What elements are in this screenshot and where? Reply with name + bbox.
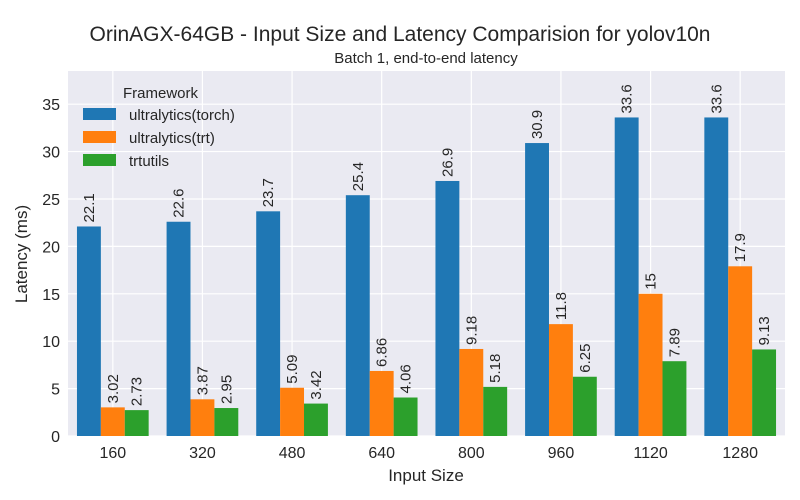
bar-value-label: 4.06 — [398, 364, 415, 393]
bar — [662, 361, 687, 436]
bar — [638, 293, 663, 436]
bar — [166, 221, 191, 436]
bar — [256, 211, 281, 436]
bar — [76, 226, 101, 436]
legend-title: Framework — [123, 85, 199, 102]
bar — [280, 387, 305, 436]
legend-entry: ultralytics(torch) — [129, 107, 235, 124]
chart-title: OrinAGX-64GB - Input Size and Latency Co… — [90, 23, 711, 46]
legend-swatch — [83, 131, 116, 143]
bar-value-label: 33.6 — [708, 84, 725, 113]
bar-value-label: 5.18 — [487, 354, 504, 383]
bar-value-label: 23.7 — [260, 178, 277, 207]
bar — [548, 324, 573, 436]
y-tick-label: 30 — [42, 145, 60, 162]
bar — [459, 348, 484, 436]
bar — [304, 403, 328, 436]
y-tick-label: 10 — [42, 334, 60, 351]
x-tick-label: 480 — [279, 445, 306, 462]
bar-value-label: 3.42 — [308, 370, 325, 399]
bar — [214, 408, 239, 436]
bar — [728, 266, 753, 436]
bar-value-label: 25.4 — [350, 162, 367, 191]
bar — [614, 117, 639, 437]
legend-swatch — [83, 154, 116, 166]
bar — [124, 410, 149, 436]
bar — [752, 349, 777, 436]
bar-value-label: 9.13 — [756, 316, 773, 345]
y-tick-label: 35 — [42, 97, 60, 114]
bar — [483, 386, 508, 436]
legend-swatch — [83, 108, 116, 120]
y-tick-label: 20 — [42, 239, 60, 256]
y-tick-label: 15 — [42, 287, 60, 304]
x-axis-label: Input Size — [388, 466, 464, 485]
bar-value-label: 17.9 — [732, 233, 749, 262]
bar-value-label: 11.8 — [553, 292, 570, 320]
legend-entry: ultralytics(trt) — [129, 130, 215, 147]
bar — [393, 397, 418, 436]
y-axis-ticks: 0 5 10 15 20 25 30 35 — [42, 97, 60, 446]
x-tick-label: 960 — [548, 445, 575, 462]
bar-value-label: 6.86 — [374, 338, 391, 367]
bar-value-label: 33.6 — [619, 84, 636, 113]
bar — [525, 143, 549, 436]
bar-value-label: 22.6 — [171, 189, 188, 218]
bar-value-label: 2.95 — [218, 375, 235, 404]
x-tick-label: 160 — [99, 445, 126, 462]
bar-value-label: 22.1 — [81, 193, 98, 222]
x-axis-ticks: 160 320 480 640 800 960 1120 1280 — [99, 445, 758, 462]
bar-value-label: 7.89 — [666, 328, 683, 357]
bar-value-label: 15 — [643, 273, 660, 290]
bar — [369, 370, 394, 436]
bar-value-label: 3.87 — [194, 366, 211, 395]
bar — [704, 117, 729, 437]
x-tick-label: 1280 — [722, 445, 758, 462]
y-tick-label: 0 — [51, 429, 60, 446]
y-tick-label: 5 — [51, 382, 60, 399]
bar-value-label: 9.18 — [463, 316, 480, 345]
bar-value-label: 2.73 — [129, 377, 146, 406]
bar-value-label: 3.02 — [105, 374, 122, 403]
bars — [76, 117, 777, 437]
y-tick-label: 25 — [42, 192, 60, 209]
bar — [345, 195, 370, 436]
legend-entry: trtutils — [129, 153, 169, 170]
x-tick-label: 320 — [189, 445, 216, 462]
x-tick-label: 800 — [458, 445, 485, 462]
legend: Framework ultralytics(torch) ultralytics(… — [83, 85, 235, 170]
bar-value-label: 6.25 — [577, 344, 594, 373]
bar-labels: 22.1 22.6 23.7 25.4 26.9 30.9 33.6 33.6 3.02 3.87… — [81, 84, 773, 406]
bar — [435, 180, 460, 436]
bar — [572, 376, 597, 436]
bar-value-label: 26.9 — [439, 148, 456, 177]
chart-subtitle: Batch 1, end-to-end latency — [334, 50, 518, 67]
bar — [190, 399, 215, 436]
bar-value-label: 5.09 — [284, 355, 301, 384]
bar-value-label: 30.9 — [529, 110, 546, 139]
x-tick-label: 1120 — [633, 445, 668, 462]
bar — [100, 407, 125, 436]
y-axis-label: Latency (ms) — [12, 205, 31, 303]
x-tick-label: 640 — [368, 445, 395, 462]
